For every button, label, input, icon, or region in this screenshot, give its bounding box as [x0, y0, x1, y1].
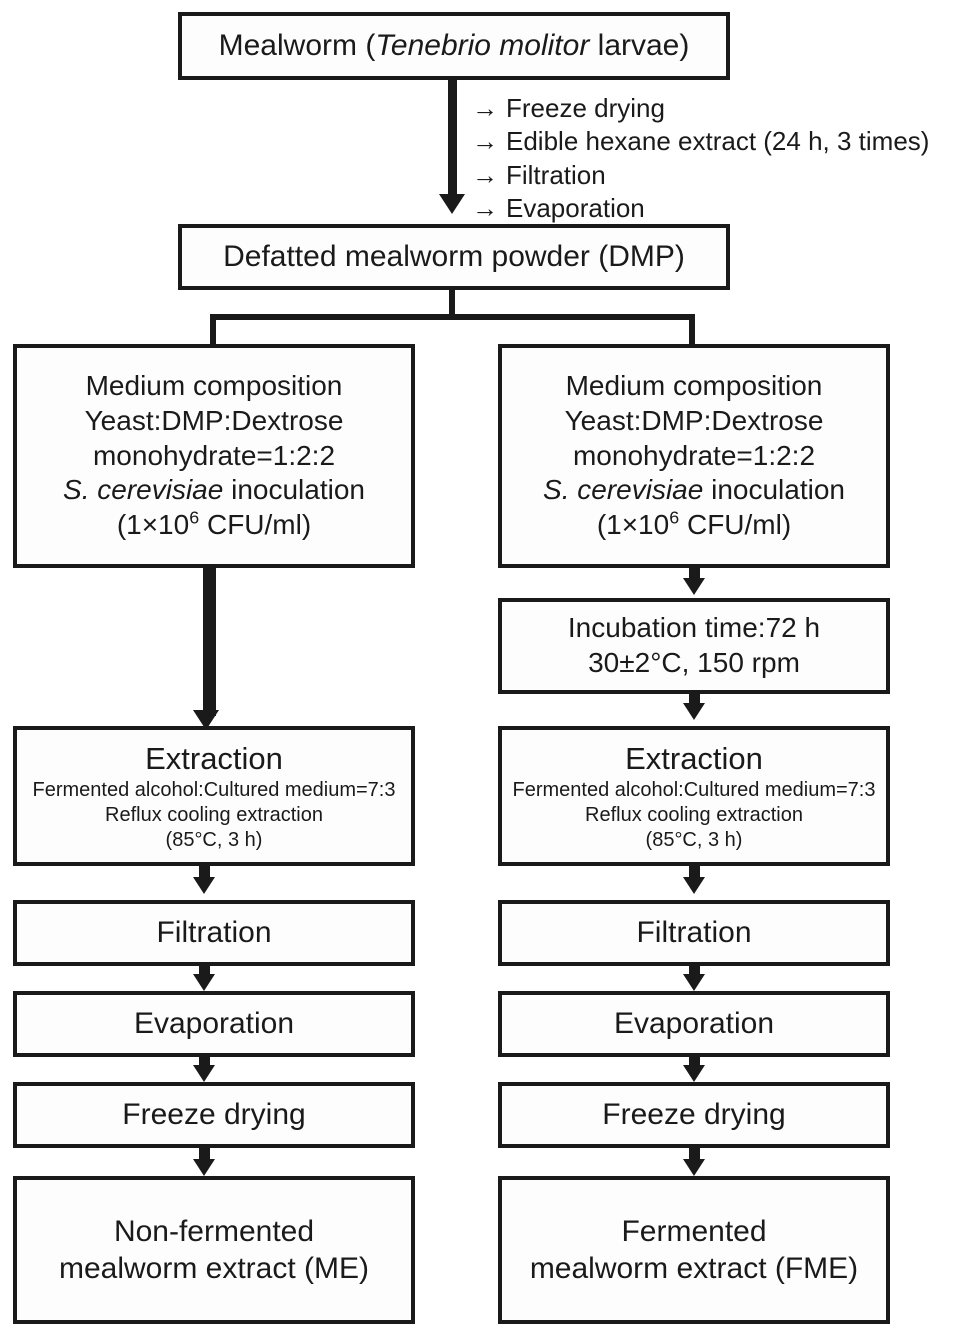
product-left-line-2: mealworm extract (ME) [58, 1252, 370, 1285]
node-evaporation-right: Evaporation [498, 991, 890, 1057]
connector-branch-left-drop [210, 314, 216, 344]
process-step: → Freeze drying [472, 92, 929, 125]
arrowhead-evaporation-to-freezedrying-right [683, 1065, 705, 1082]
process-step-list: → Freeze drying → Edible hexane extract (2… [472, 92, 929, 225]
process-step-label: Edible hexane extract (24 h, 3 times) [506, 126, 930, 157]
node-evaporation-left: Evaporation [13, 991, 415, 1057]
medium-line-3: monohydrate=1:2:2 [92, 439, 336, 471]
product-left-line-1: Non-fermented [113, 1214, 315, 1248]
node-defatted-mealworm-powder: Defatted mealworm powder (DMP) [178, 224, 730, 290]
arrowhead-freezedrying-to-product-left [193, 1159, 215, 1176]
node-extraction-right: Extraction Fermented alcohol:Cultured me… [498, 726, 890, 866]
extraction-title: Extraction [625, 740, 763, 776]
arrowhead-medium-right-to-incubation [683, 578, 705, 595]
medium-line-1: Medium composition [565, 370, 823, 402]
node-filtration-left: Filtration [13, 900, 415, 966]
extraction-line-1: Fermented alcohol:Cultured medium=7:3 [32, 779, 396, 802]
incubation-line-2: 30±2°C, 150 rpm [588, 647, 800, 678]
medium-line-4: S. cerevisiae inoculation [63, 474, 365, 506]
exponent: 6 [189, 507, 200, 528]
arrowhead-medium-left-to-extraction [193, 710, 219, 730]
process-step: → Edible hexane extract (24 h, 3 times) [472, 125, 929, 158]
extraction-line-3: (85°C, 3 h) [165, 828, 263, 851]
node-source-label: Mealworm (Tenebrio molitor larvae) [218, 29, 690, 63]
species-name: S. cerevisiae [543, 474, 704, 506]
evaporation-label: Evaporation [613, 1007, 775, 1041]
connector-branch-right-drop [689, 314, 695, 344]
node-filtration-right: Filtration [498, 900, 890, 966]
connector-medium-right-to-incubation [689, 566, 700, 580]
connector-dmp-stem [449, 290, 455, 318]
process-step: → Evaporation [472, 192, 929, 225]
connector-extraction-to-filtration-right [689, 866, 700, 880]
arrowhead-filtration-to-evaporation-right [683, 974, 705, 991]
product-right-line-1: Fermented [621, 1214, 767, 1248]
arrowhead-extraction-to-filtration-right [683, 877, 705, 894]
connector-evaporation-to-freezedrying-left [199, 1057, 210, 1068]
arrowhead-filtration-to-evaporation-left [193, 974, 215, 991]
node-freeze-drying-left: Freeze drying [13, 1082, 415, 1148]
extraction-line-2: Reflux cooling extraction [105, 803, 323, 826]
extraction-title: Extraction [145, 740, 283, 776]
filtration-label: Filtration [636, 916, 752, 950]
node-freeze-drying-right: Freeze drying [498, 1082, 890, 1148]
species-name: S. cerevisiae [63, 474, 224, 506]
arrowhead-freezedrying-to-product-right [683, 1159, 705, 1176]
medium-line-5: (1×106 CFU/ml) [596, 507, 792, 541]
arrowhead-incubation-to-extraction [683, 703, 705, 720]
connector-filtration-to-evaporation-left [199, 966, 210, 977]
medium-line-2: Yeast:DMP:Dextrose [84, 404, 344, 436]
exponent: 6 [669, 507, 680, 528]
medium-line-1: Medium composition [85, 370, 343, 402]
connector-incubation-to-extraction [689, 694, 700, 706]
node-extraction-left: Extraction Fermented alcohol:Cultured me… [13, 726, 415, 866]
product-right-line-2: mealworm extract (FME) [529, 1252, 859, 1285]
arrowhead-source-to-dmp [439, 194, 465, 214]
species-name: Tenebrio molitor [375, 29, 590, 63]
connector-branch-horizontal [210, 314, 695, 320]
node-source: Mealworm (Tenebrio molitor larvae) [178, 12, 730, 80]
arrow-right-icon: → [472, 192, 498, 223]
extraction-line-2: Reflux cooling extraction [585, 803, 803, 826]
medium-line-4: S. cerevisiae inoculation [543, 474, 845, 506]
connector-freezedrying-to-product-right [689, 1148, 700, 1162]
medium-line-5: (1×106 CFU/ml) [116, 507, 312, 541]
process-step: → Filtration [472, 159, 929, 192]
node-medium-composition-left: Medium composition Yeast:DMP:Dextrose mo… [13, 344, 415, 568]
connector-evaporation-to-freezedrying-right [689, 1057, 700, 1068]
node-product-left: Non-fermented mealworm extract (ME) [13, 1176, 415, 1324]
extraction-line-1: Fermented alcohol:Cultured medium=7:3 [512, 779, 876, 802]
arrowhead-extraction-to-filtration-left [193, 877, 215, 894]
incubation-line-1: Incubation time:72 h [567, 612, 821, 644]
node-dmp-label: Defatted mealworm powder (DMP) [223, 240, 685, 274]
connector-source-to-dmp [448, 80, 457, 198]
evaporation-label: Evaporation [133, 1007, 295, 1041]
arrow-right-icon: → [472, 93, 498, 123]
arrow-right-icon: → [472, 159, 498, 190]
node-product-right: Fermented mealworm extract (FME) [498, 1176, 890, 1324]
extraction-line-3: (85°C, 3 h) [645, 828, 743, 851]
connector-medium-left-to-extraction [203, 566, 216, 716]
arrowhead-evaporation-to-freezedrying-left [193, 1065, 215, 1082]
connector-freezedrying-to-product-left [199, 1148, 210, 1162]
process-step-label: Filtration [506, 159, 606, 190]
connector-extraction-to-filtration-left [199, 866, 210, 880]
arrow-right-icon: → [472, 126, 498, 157]
process-step-label: Evaporation [506, 192, 645, 223]
medium-line-2: Yeast:DMP:Dextrose [564, 404, 824, 436]
process-step-label: Freeze drying [506, 93, 665, 123]
node-incubation: Incubation time:72 h 30±2°C, 150 rpm [498, 598, 890, 694]
medium-line-3: monohydrate=1:2:2 [572, 439, 816, 471]
freeze-drying-label: Freeze drying [602, 1098, 786, 1132]
connector-filtration-to-evaporation-right [689, 966, 700, 977]
freeze-drying-label: Freeze drying [122, 1098, 306, 1132]
node-medium-composition-right: Medium composition Yeast:DMP:Dextrose mo… [498, 344, 890, 568]
filtration-label: Filtration [156, 916, 272, 950]
